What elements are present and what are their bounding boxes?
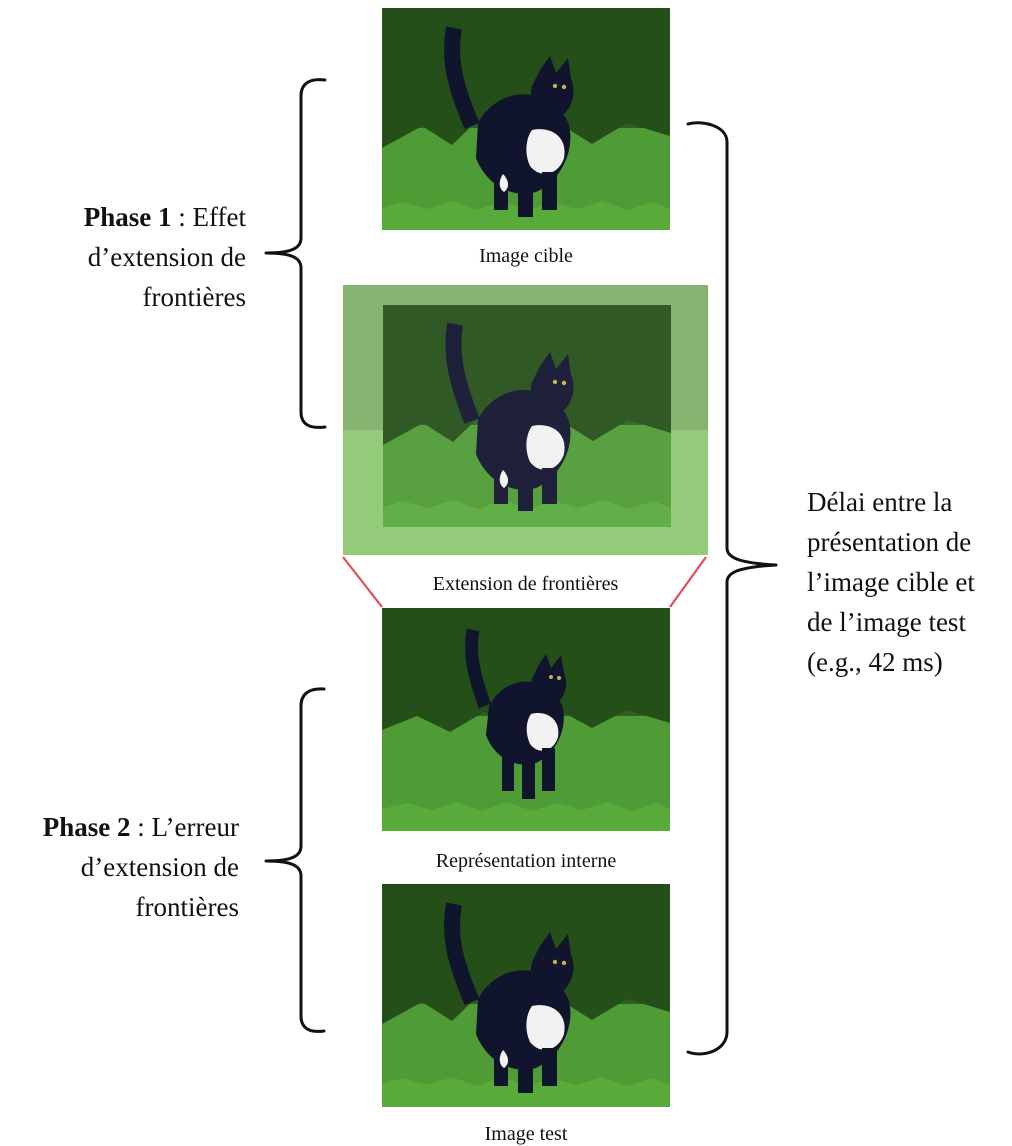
phase-2-bracket (264, 687, 326, 1033)
delay-line-5: (e.g., 42 ms) (807, 647, 943, 677)
phase-2-line-3: frontières (135, 892, 239, 922)
delay-label: Délai entre la présentation de l’image c… (807, 482, 1012, 682)
phase-1-bracket (264, 78, 327, 429)
phase-1-title: Phase 1 (83, 202, 172, 232)
internal-representation-image (382, 608, 670, 831)
delay-line-2: présentation de (807, 527, 972, 557)
phase-1-label: Phase 1 : Effet d’extension de frontière… (0, 197, 246, 317)
cat-photo-target (382, 8, 670, 230)
phase-2-first-line: Phase 2 : L’erreur (0, 807, 239, 847)
cat-photo-internal (382, 608, 670, 831)
test-image-caption: Image test (484, 1123, 568, 1145)
boundary-extension-image (343, 285, 708, 555)
test-image (382, 884, 670, 1107)
phase-1-line-3: frontières (142, 282, 246, 312)
cat-photo-test (382, 884, 670, 1107)
phase-2-title: Phase 2 (42, 812, 131, 842)
internal-representation-caption: Représentation interne (435, 850, 617, 872)
target-image-caption: Image cible (479, 245, 573, 267)
phase-2-separator: : (130, 812, 152, 842)
delay-line-1: Délai entre la (807, 487, 953, 517)
cat-photo-extended (343, 285, 708, 555)
phase-2-text: L’erreur (151, 812, 239, 842)
phase-1-line-2: d’extension de (87, 242, 246, 272)
phase-2-label: Phase 2 : L’erreur d’extension de fronti… (0, 807, 239, 927)
boundary-extension-caption: Extension de frontières (432, 573, 619, 595)
delay-line-3: l’image cible et (807, 567, 975, 597)
phase-2-line-2: d’extension de (80, 852, 239, 882)
delay-line-4: de l’image test (807, 607, 966, 637)
phase-1-separator: : (171, 202, 193, 232)
target-image (382, 8, 670, 230)
phase-1-first-line: Phase 1 : Effet (0, 197, 246, 237)
phase-1-text: Effet (192, 202, 246, 232)
